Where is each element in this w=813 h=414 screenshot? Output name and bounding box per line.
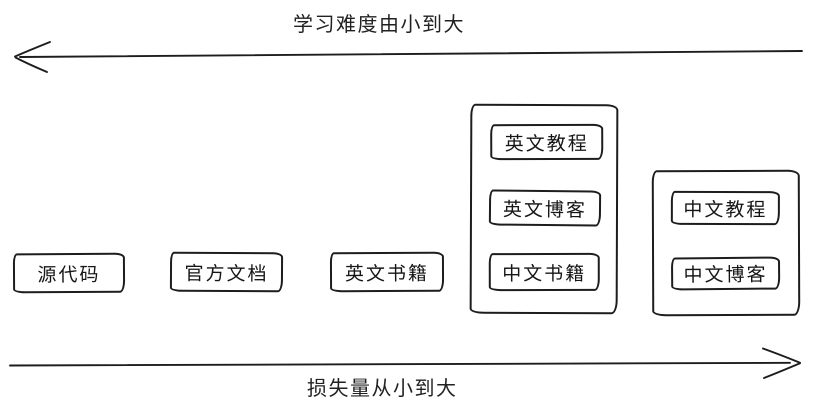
- box-chinese-books-label: 中文书籍: [502, 263, 587, 285]
- right-arrowhead-icon: [762, 347, 801, 379]
- right-arrow-shaft: [9, 361, 791, 367]
- box-chinese-tutorials-label: 中文教程: [683, 199, 768, 221]
- box-official-docs-label: 官方文档: [184, 263, 269, 285]
- top-axis-label: 学习难度由小到大: [293, 14, 465, 36]
- box-english-books-label: 英文书籍: [344, 263, 430, 285]
- box-chinese-tutorials: 中文教程: [670, 190, 780, 226]
- box-english-books: 英文书籍: [329, 251, 445, 293]
- box-english-tutorials: 英文教程: [490, 123, 604, 161]
- box-english-tutorials-label: 英文教程: [504, 133, 589, 155]
- bottom-axis-label: 损失量从小到大: [307, 378, 458, 400]
- left-arrow-shaft: [19, 50, 803, 58]
- box-chinese-books: 中文书籍: [488, 252, 600, 292]
- left-arrowhead-icon: [14, 41, 51, 73]
- group-box-left: 英文教程 英文博客 中文书籍: [469, 103, 619, 315]
- group-box-right: 中文教程 中文博客: [651, 169, 801, 317]
- box-source-code-label: 源代码: [37, 264, 101, 286]
- box-official-docs: 官方文档: [169, 251, 284, 293]
- box-english-blogs-label: 英文博客: [502, 199, 588, 221]
- loss-axis-arrow: [9, 347, 801, 379]
- box-chinese-blogs: 中文博客: [670, 256, 781, 291]
- box-chinese-blogs-label: 中文博客: [683, 264, 768, 287]
- box-source-code: 源代码: [12, 252, 126, 294]
- box-english-blogs: 英文博客: [488, 189, 602, 227]
